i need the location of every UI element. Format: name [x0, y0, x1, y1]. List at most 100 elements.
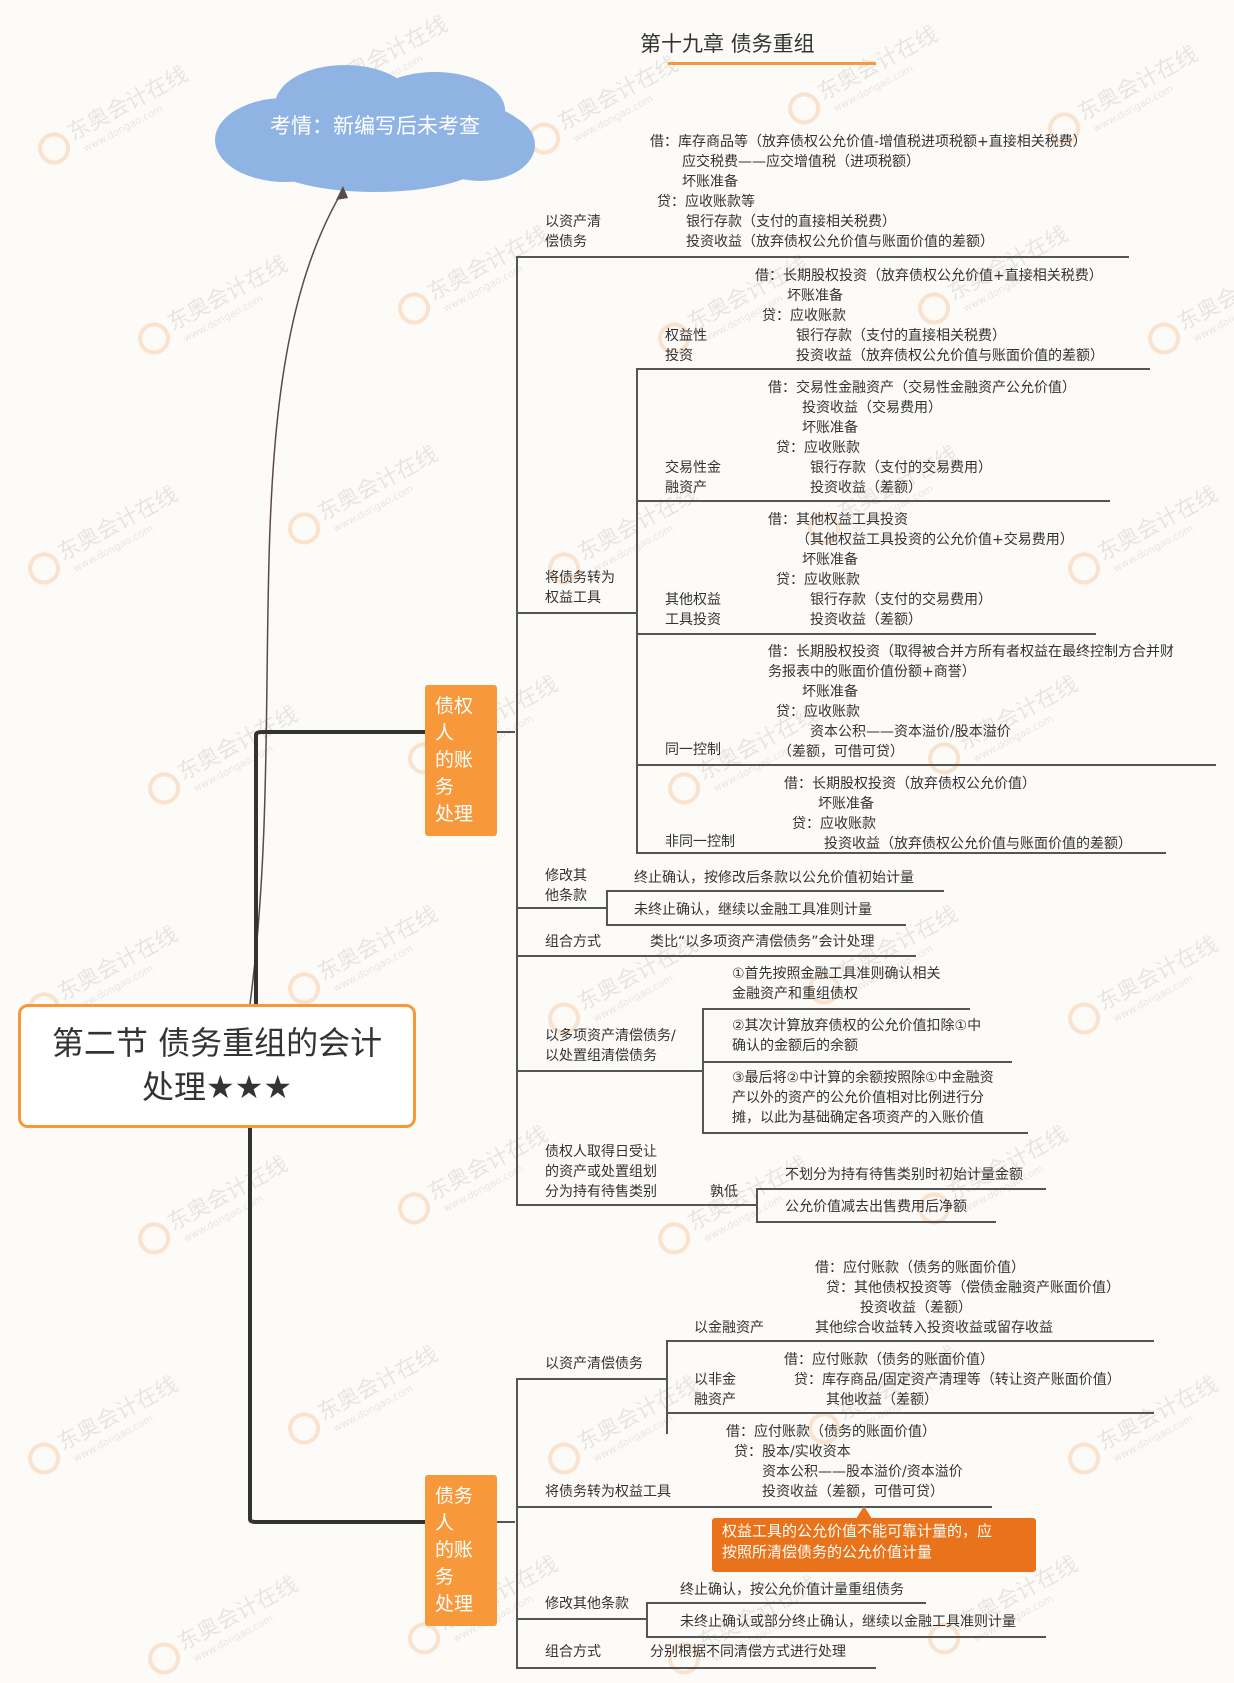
- entry-line: 投资收益（差额）: [810, 612, 922, 628]
- entry-line: 资本公积——资本溢价/股本溢价: [810, 724, 1011, 740]
- entry-line: 银行存款（支付的交易费用）: [810, 460, 992, 476]
- entry-line: 其他收益（差额）: [826, 1392, 938, 1408]
- entry-line: 借：应付账款（债务的账面价值）: [784, 1352, 994, 1368]
- other-equity-label: 其他权益工具投资: [665, 592, 721, 628]
- creditor-node: 债权人 的账务 处理: [425, 685, 497, 836]
- debtor-spine: [516, 1378, 518, 1668]
- modify-item: 终止确认，按公允价值计量重组债务: [680, 1582, 904, 1598]
- branch-underline: [756, 1188, 1046, 1190]
- root-node: 第二节 债务重组的会计 处理★★★: [18, 1004, 416, 1128]
- branch-underline: [636, 852, 1166, 854]
- debtor-modify-label: 修改其他条款: [545, 1596, 629, 1612]
- debtor-combination-label: 组合方式: [545, 1644, 601, 1660]
- creditor-title-line: 处理: [435, 803, 474, 825]
- entry-line: 投资收益（放弃债权公允价值与账面价值的差额）: [686, 234, 994, 250]
- branch-underline: [606, 890, 944, 892]
- debtor-title-line: 的账务: [435, 1539, 474, 1588]
- multi-asset-label: 以多项资产清偿债务/以处置组清偿债务: [545, 1028, 676, 1064]
- branch-underline: [756, 1221, 996, 1223]
- creditor-combination-text: 类比“以多项资产清偿债务”会计处理: [650, 934, 875, 950]
- entry-line: 借：应付账款（债务的账面价值）: [726, 1424, 936, 1440]
- multi-step: ①首先按照金融工具准则确认相关金融资产和重组债权: [732, 966, 941, 1002]
- same-control-label: 同一控制: [665, 742, 721, 758]
- held-for-sale-lower: 孰低: [710, 1184, 738, 1200]
- non-financial-label: 以非金融资产: [694, 1372, 736, 1408]
- entry-line: 借：其他权益工具投资: [768, 512, 908, 528]
- modify-spine: [606, 890, 608, 925]
- branch-underline: [646, 1636, 1046, 1638]
- multi-step: ②其次计算放弃债权的公允价值扣除①中确认的金额后的余额: [732, 1018, 982, 1054]
- entry-line: 坏账准备: [682, 174, 738, 190]
- financial-label: 以金融资产: [694, 1320, 764, 1336]
- multi-spine: [702, 1008, 704, 1132]
- creditor-modify-label: 修改其他条款: [545, 868, 587, 904]
- held-item: 公允价值减去出售费用后净额: [785, 1199, 967, 1215]
- modify-item: 未终止确认或部分终止确认，继续以金融工具准则计量: [680, 1614, 1016, 1630]
- entry-line: （其他权益工具投资的公允价值+交易费用）: [796, 532, 1074, 548]
- root-title-line1: 第二节 债务重组的会计: [51, 1024, 383, 1062]
- entry-line: 务报表中的账面价值份额+商誉）: [768, 664, 976, 680]
- equity-invest-label: 权益性投资: [665, 328, 707, 364]
- creditor-combination-label: 组合方式: [545, 934, 601, 950]
- entry-line: 贷：应收账款: [792, 816, 876, 832]
- entry-line: 坏账准备: [787, 288, 843, 304]
- branch-underline: [516, 612, 636, 614]
- entry-line: （差额，可借可贷）: [778, 744, 904, 760]
- entry-line: 投资收益（放弃债权公允价值与账面价值的差额）: [824, 836, 1132, 852]
- debtor-equity-label: 将债务转为权益工具: [545, 1484, 671, 1500]
- debtor-combination-text: 分别根据不同清偿方式进行处理: [650, 1644, 846, 1660]
- modify-item: 终止确认，按修改后条款以公允价值初始计量: [634, 870, 914, 886]
- trading-label: 交易性金融资产: [665, 460, 721, 496]
- branch-underline: [516, 1204, 756, 1206]
- branch-underline: [516, 1070, 702, 1072]
- entry-line: 贷：应收账款: [776, 440, 860, 456]
- branch-underline: [636, 500, 1110, 502]
- branch-underline: [516, 256, 1129, 258]
- creditor-spine: [516, 256, 518, 1204]
- entry-line: 贷：应收账款等: [657, 194, 755, 210]
- debtor-modify-spine: [646, 1602, 648, 1636]
- cloud-shape: [215, 65, 535, 192]
- root-title-line2: 处理★★★: [141, 1068, 293, 1106]
- debtor-title-line: 处理: [435, 1593, 474, 1615]
- branch-underline: [666, 1340, 1154, 1342]
- entry-line: 贷：其他债权投资等（偿债金融资产账面价值）: [826, 1280, 1120, 1296]
- debtor-title-line: 债务人: [435, 1485, 474, 1534]
- entry-line: 银行存款（支付的直接相关税费）: [796, 328, 1006, 344]
- entry-line: 投资收益（放弃债权公允价值与账面价值的差额）: [796, 348, 1104, 364]
- entry-line: 借：长期股权投资（放弃债权公允价值）: [784, 776, 1036, 792]
- entry-line: 其他综合收益转入投资收益或留存收益: [815, 1320, 1053, 1336]
- entry-line: 借：交易性金融资产（交易性金融资产公允价值）: [768, 380, 1076, 396]
- entry-line: 坏账准备: [802, 552, 858, 568]
- entry-line: 应交税费——应交增值税（进项税额）: [682, 154, 920, 170]
- branch-underline: [702, 1008, 970, 1010]
- multi-step: ③最后将②中计算的余额按照除①中金融资产以外的资产的公允价值相对比例进行分摊，以…: [732, 1070, 994, 1126]
- entry-line: 贷：库存商品/固定资产清理等（转让资产账面价值）: [794, 1372, 1121, 1388]
- note-pointer: [856, 1506, 872, 1519]
- branch-underline: [516, 907, 606, 909]
- entry-line: 贷：应收账款: [776, 704, 860, 720]
- branch-line: [497, 1521, 515, 1523]
- held-item: 不划分为持有待售类别时初始计量金额: [785, 1167, 1023, 1183]
- entry-line: 投资收益（差额，可借可贷）: [762, 1484, 944, 1500]
- held-for-sale-label: 债权人取得日受让的资产或处置组划分为持有待售类别: [545, 1144, 657, 1200]
- branch-underline: [516, 1618, 646, 1620]
- entry-line: 贷：应收账款: [776, 572, 860, 588]
- entry-line: 借：长期股权投资（取得被合并方所有者权益在最终控制方合并财: [768, 644, 1174, 660]
- entry-line: 贷：应收账款: [762, 308, 846, 324]
- title-underline: [668, 62, 876, 65]
- held-spine: [756, 1188, 758, 1221]
- entry-line: 投资收益（交易费用）: [802, 400, 942, 416]
- entry-line: 资本公积——股本溢价/资本溢价: [762, 1464, 963, 1480]
- debtor-asset-spine: [666, 1340, 668, 1434]
- entry-line: 借：应付账款（债务的账面价值）: [815, 1260, 1025, 1276]
- entry-line: 坏账准备: [802, 684, 858, 700]
- equity-spine: [636, 368, 638, 852]
- non-same-control-label: 非同一控制: [665, 834, 735, 850]
- entry-line: 坏账准备: [802, 420, 858, 436]
- modify-item: 未终止确认，继续以金融工具准则计量: [634, 902, 872, 918]
- debtor-asset-settle-label: 以资产清偿债务: [545, 1356, 643, 1372]
- branch-underline: [516, 1378, 666, 1380]
- branch-underline: [636, 368, 1150, 370]
